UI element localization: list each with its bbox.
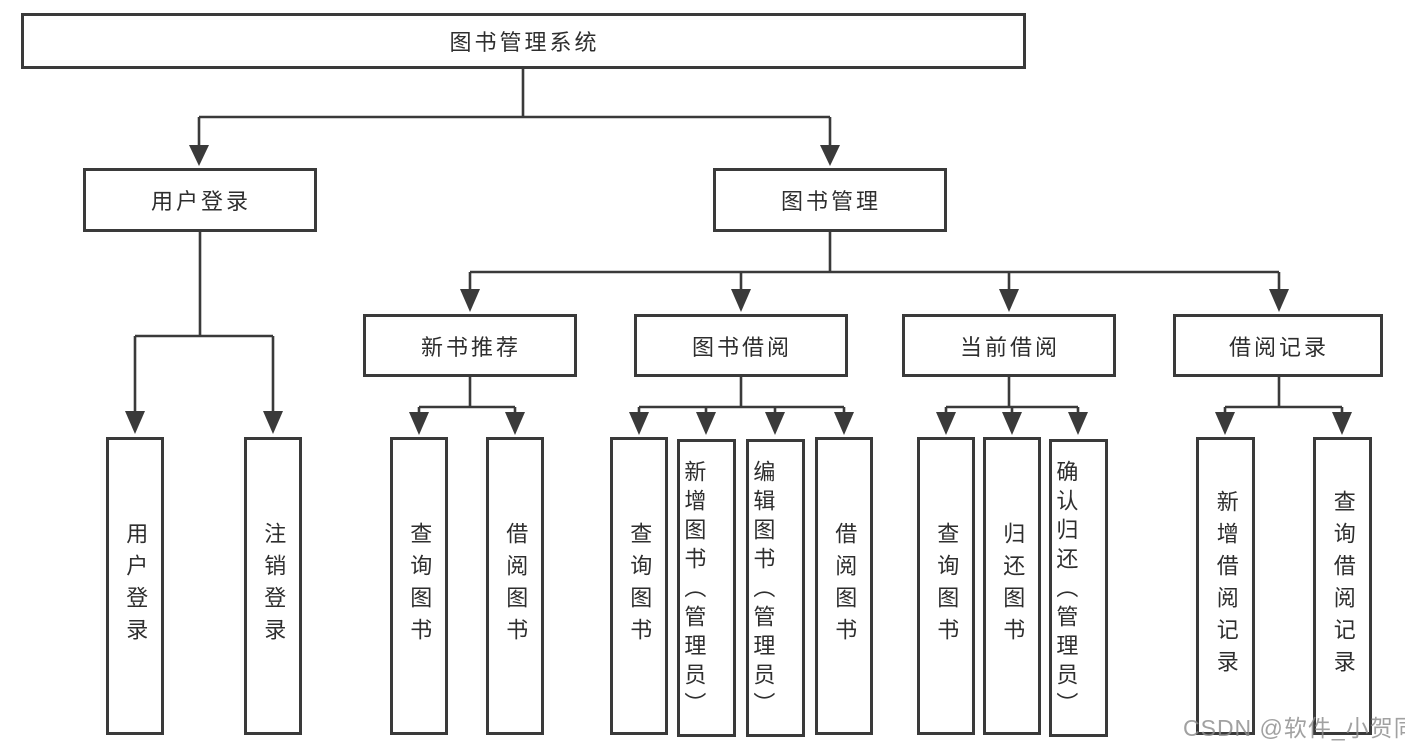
node-label: 新书推荐 <box>420 334 521 360</box>
connector-root-to-level2 <box>189 69 840 166</box>
node-label: 图书管理 <box>780 189 881 214</box>
node-label: 借阅图书 <box>503 522 529 650</box>
node-label: 当前借阅 <box>959 334 1060 360</box>
node-label: 归还图书 <box>1000 522 1026 650</box>
connector-borrow-record-group <box>1215 377 1352 435</box>
node-label: 新增借阅记录 <box>1213 490 1239 682</box>
node-label: 确认归还（管理员） <box>1053 460 1079 721</box>
leaf-borrow-query-book: 查询图书 <box>610 437 668 735</box>
node-book-borrow: 图书借阅 <box>634 314 848 377</box>
connector-book-borrow-group <box>629 377 854 435</box>
connector-current-borrow-group <box>936 377 1088 435</box>
node-label: 新增图书（管理员） <box>681 460 707 721</box>
leaf-record-add-borrow-record: 新增借阅记录 <box>1196 437 1255 735</box>
leaf-record-query-borrow-record: 查询借阅记录 <box>1313 437 1372 735</box>
leaf-current-query-book: 查询图书 <box>917 437 975 735</box>
node-label: 注销登录 <box>261 522 287 650</box>
leaf-newbook-query-book: 查询图书 <box>390 437 448 735</box>
leaf-current-confirm-return-admin: 确认归还（管理员） <box>1049 439 1108 737</box>
node-label: 查询图书 <box>934 522 960 650</box>
node-user-login: 用户登录 <box>83 168 317 232</box>
node-label: 查询图书 <box>407 522 433 650</box>
leaf-borrow-borrow-book: 借阅图书 <box>815 437 873 735</box>
node-label: 查询借阅记录 <box>1330 490 1356 682</box>
node-new-book-recommend: 新书推荐 <box>363 314 577 377</box>
leaf-borrow-add-book-admin: 新增图书（管理员） <box>677 439 736 737</box>
node-label: 编辑图书（管理员） <box>750 460 776 721</box>
connector-new-book-group <box>409 377 525 435</box>
node-current-borrow: 当前借阅 <box>902 314 1116 377</box>
connector-user-login-group <box>125 232 283 434</box>
node-borrow-record: 借阅记录 <box>1173 314 1383 377</box>
leaf-user-login: 用户登录 <box>106 437 164 735</box>
connector-book-management-to-level3 <box>460 232 1289 312</box>
leaf-current-return-book: 归还图书 <box>983 437 1041 735</box>
node-root-system: 图书管理系统 <box>21 13 1026 69</box>
node-book-management: 图书管理 <box>713 168 947 232</box>
leaf-logout-login: 注销登录 <box>244 437 302 735</box>
node-label: 借阅记录 <box>1228 334 1329 360</box>
node-label: 图书借阅 <box>691 334 792 360</box>
node-label: 借阅图书 <box>832 522 858 650</box>
leaf-newbook-borrow-book: 借阅图书 <box>486 437 544 735</box>
node-label: 用户登录 <box>150 189 251 214</box>
node-label: 查询图书 <box>627 522 653 650</box>
csdn-watermark: CSDN @软件_小贺同学 <box>1183 715 1405 741</box>
leaf-borrow-edit-book-admin: 编辑图书（管理员） <box>746 439 805 737</box>
node-label: 用户登录 <box>123 522 149 650</box>
node-label: 图书管理系统 <box>449 30 600 55</box>
